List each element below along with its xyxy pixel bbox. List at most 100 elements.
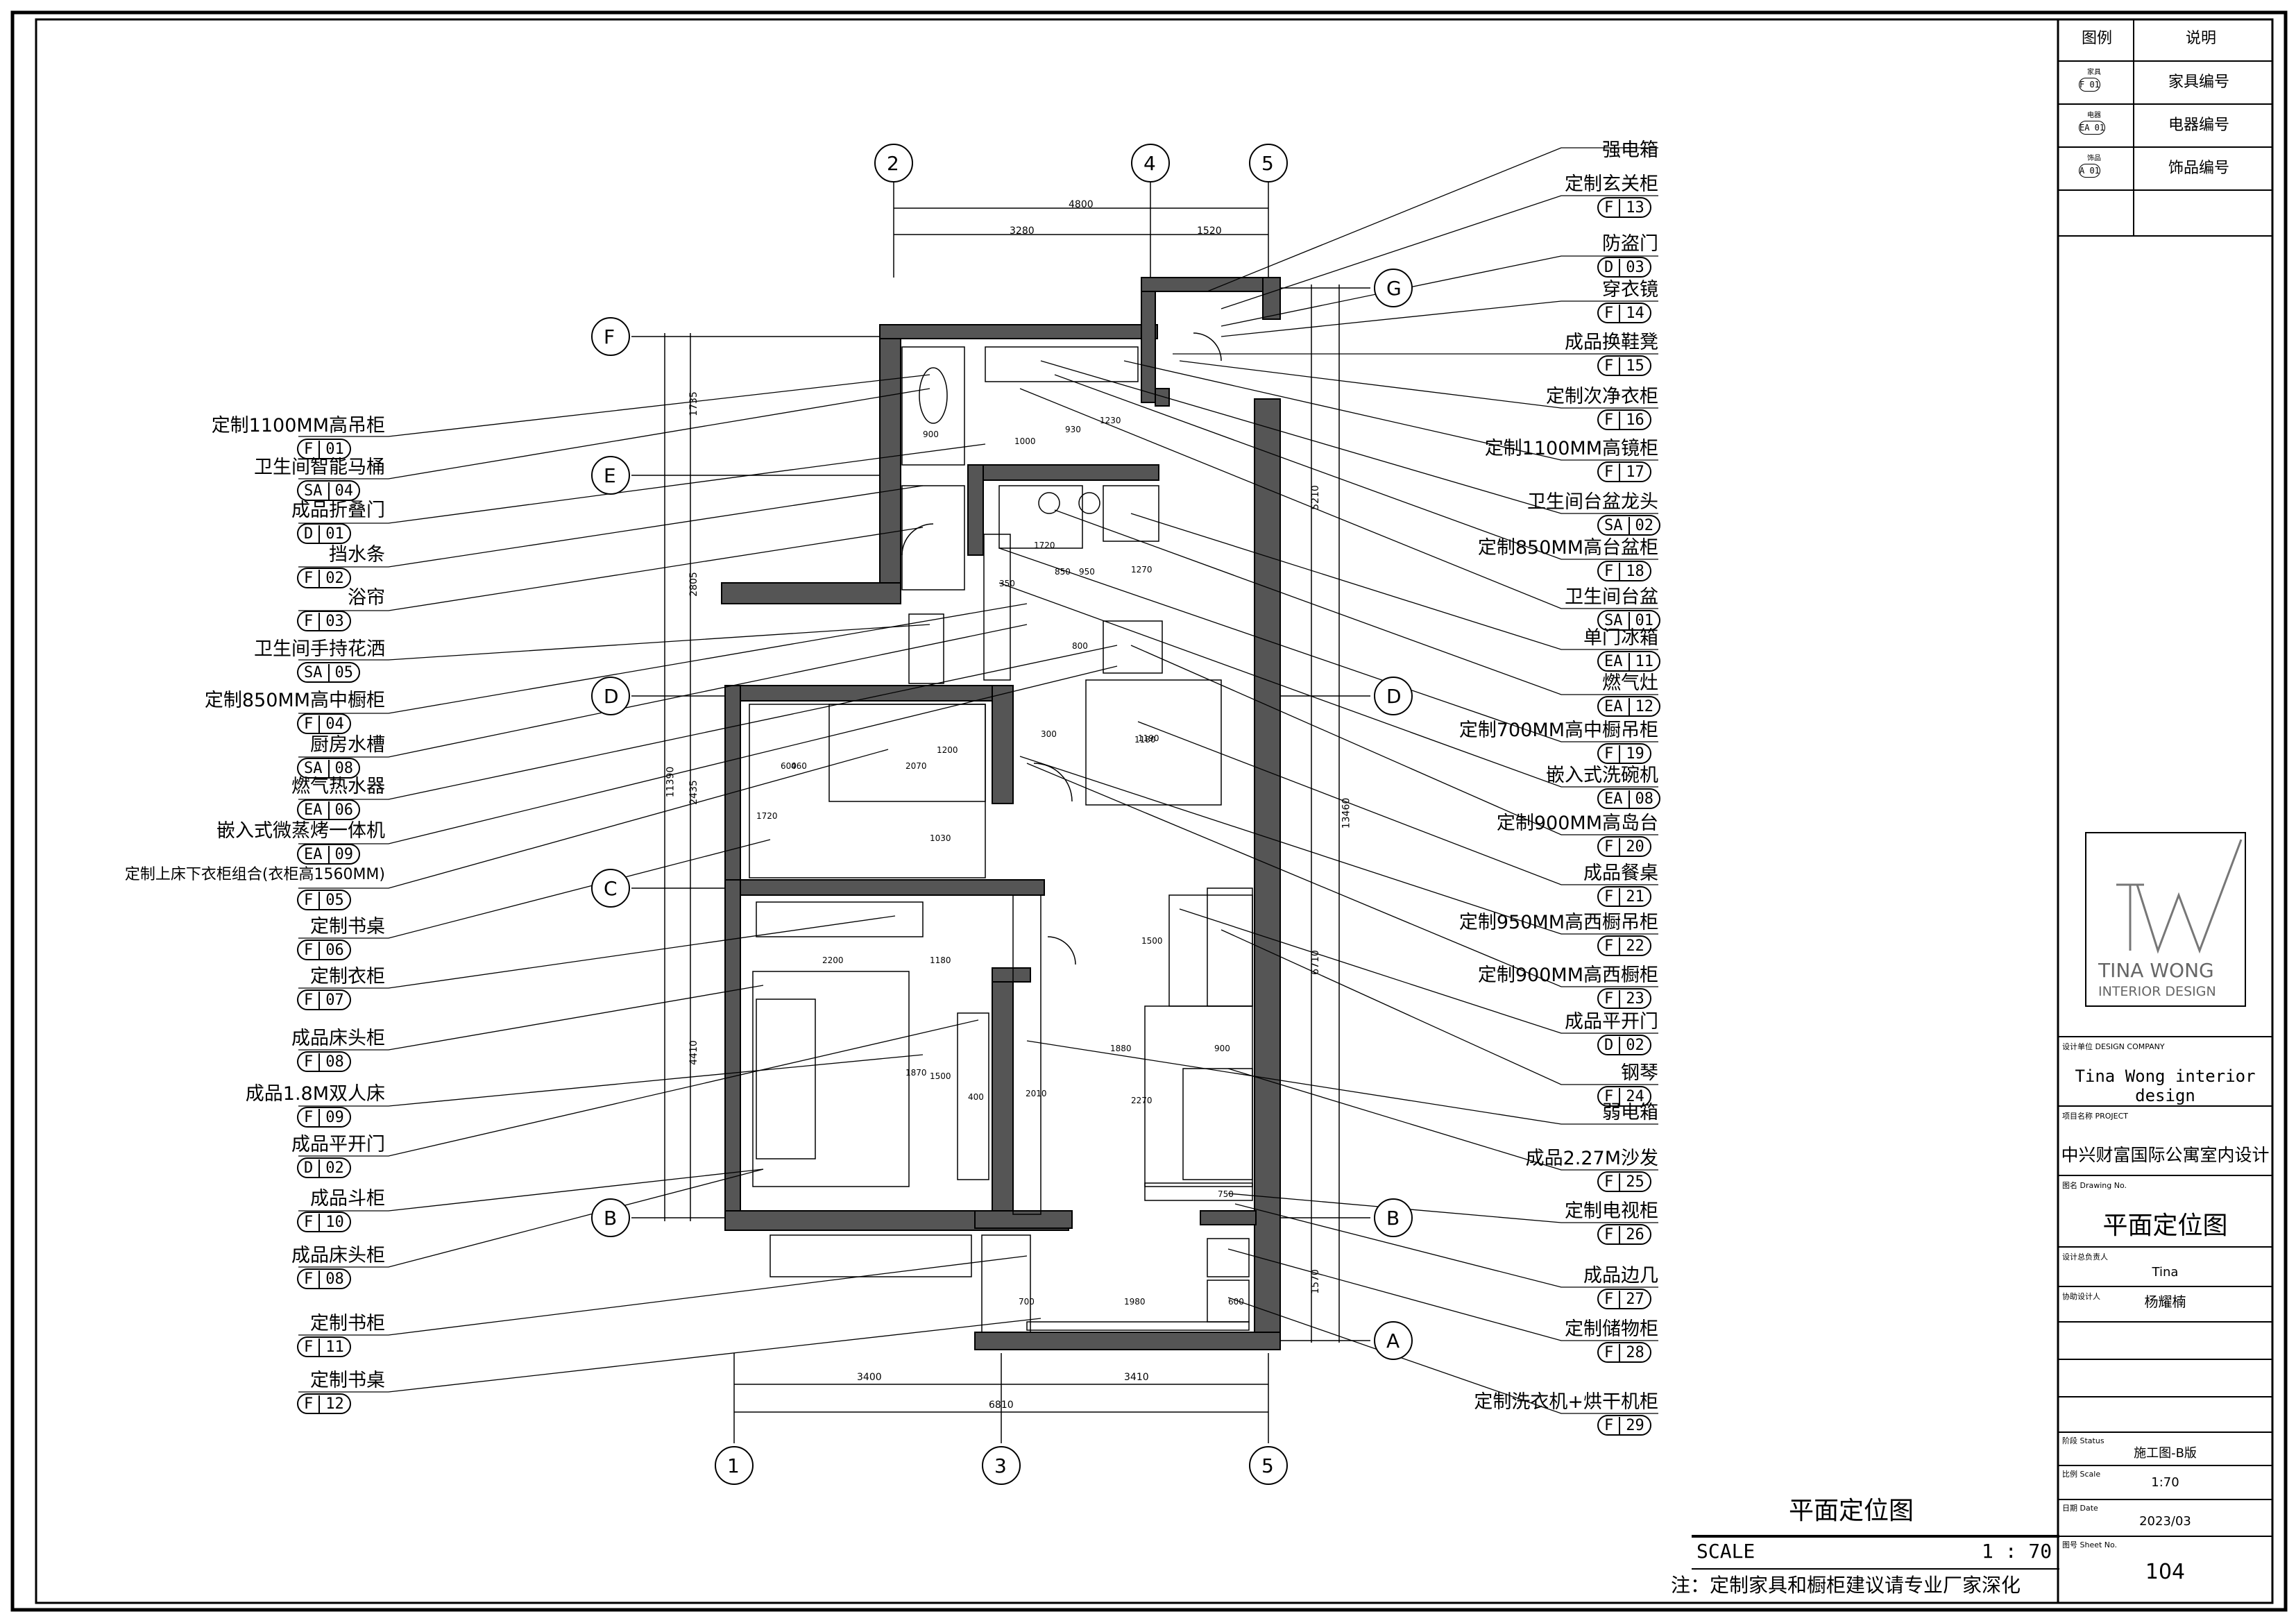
- code-number: 23: [1619, 989, 1650, 1008]
- callout-code-tag: SA 02: [1597, 515, 1660, 536]
- code-number: 08: [328, 759, 359, 777]
- tb-date-key: 日期 Date: [2062, 1504, 2098, 1513]
- code-number: 02: [1628, 516, 1660, 534]
- code-number: 24: [1619, 1087, 1650, 1105]
- code-prefix: F: [1604, 1087, 1614, 1105]
- legend-description: 饰品编号: [2168, 160, 2230, 177]
- furniture: [749, 332, 1253, 1333]
- callout-label: 穿衣镜: [1602, 279, 1658, 300]
- code-number: 29: [1619, 1416, 1650, 1434]
- dimension-lines: [631, 173, 1370, 1443]
- code-prefix: F: [1604, 1343, 1614, 1361]
- legend-header-symbol: 图例: [2082, 30, 2113, 47]
- callout-code-tag: SA 08: [297, 758, 360, 779]
- code-prefix: D: [1604, 1036, 1614, 1054]
- code-prefix: F: [304, 1338, 314, 1356]
- code-prefix: SA: [1604, 516, 1623, 534]
- callout-label: 定制书桌: [310, 916, 385, 937]
- code-prefix: F: [1604, 357, 1614, 375]
- code-number: 17: [1619, 463, 1650, 481]
- code-prefix: F: [1604, 1173, 1614, 1191]
- axis-top-0: 2: [887, 152, 899, 175]
- code-number: 01: [318, 440, 350, 458]
- callout-label: 定制书桌: [310, 1370, 385, 1391]
- inner-dimension-label: 1180: [930, 955, 951, 965]
- inner-dimension-label: 1200: [937, 745, 958, 755]
- dim-right-c: 1570: [1309, 1269, 1321, 1294]
- tb-project-key: 项目名称 PROJECT: [2062, 1112, 2129, 1121]
- inner-dimension-label: 900: [923, 430, 939, 439]
- tb-drawing-key: 图名 Drawing No.: [2062, 1181, 2127, 1190]
- code-number: 04: [328, 482, 359, 500]
- callout-label: 嵌入式洗碗机: [1546, 765, 1658, 786]
- callout-label: 卫生间手持花洒: [254, 638, 385, 660]
- axis-left-3: C: [604, 877, 618, 900]
- code-number: 12: [1628, 697, 1660, 715]
- legend-description: 电器编号: [2168, 117, 2230, 134]
- callout-label: 定制1100MM高镜柜: [1484, 438, 1658, 459]
- code-prefix: SA: [304, 759, 323, 777]
- code-number: 16: [1619, 411, 1650, 429]
- code-prefix: F: [304, 440, 314, 458]
- code-number: 06: [328, 801, 359, 819]
- inner-dimension-label: 460: [791, 761, 807, 771]
- bottom-scale-value: 1 : 70: [1982, 1540, 2052, 1563]
- code-number: 25: [1619, 1173, 1650, 1191]
- inner-dimension-label: 1500: [1141, 936, 1163, 946]
- code-prefix: EA: [1604, 652, 1623, 670]
- leader-lines: [298, 147, 1658, 1414]
- dim-left-d: 4410: [688, 1040, 699, 1065]
- tb-assistant: 杨耀楠: [2144, 1293, 2186, 1310]
- dim-left-total: 11390: [665, 766, 677, 798]
- callout-label: 成品边几: [1583, 1265, 1658, 1286]
- dim-top-total: 4800: [1069, 199, 1094, 210]
- tb-company: Tina Wong interior design: [2075, 1067, 2256, 1105]
- callout-label: 成品1.8M双人床: [245, 1083, 385, 1105]
- logo-line2: INTERIOR DESIGN: [2098, 984, 2216, 999]
- legend-description: 家具编号: [2168, 74, 2230, 91]
- tb-scale: 1:70: [2151, 1475, 2179, 1490]
- callout-label: 成品平开门: [291, 1134, 385, 1155]
- callout-label: 定制1100MM高吊柜: [211, 415, 385, 436]
- callout-label: 定制900MM高岛台: [1496, 813, 1658, 834]
- inner-dimension-label: 900: [1214, 1044, 1230, 1053]
- dim-right-b: 6710: [1309, 950, 1321, 975]
- inner-dimension-label: 2010: [1026, 1089, 1047, 1098]
- axis-right-0: G: [1386, 277, 1402, 300]
- code-prefix: F: [304, 1108, 314, 1126]
- code-number: 11: [318, 1338, 350, 1356]
- inner-dimension-label: 400: [968, 1092, 984, 1102]
- code-prefix: F: [1604, 1416, 1614, 1434]
- bottom-scale-label: SCALE: [1697, 1540, 1755, 1563]
- code-number: 21: [1619, 887, 1650, 906]
- inner-dimension-label: 1180: [1134, 735, 1156, 745]
- code-number: 07: [318, 991, 350, 1009]
- code-prefix: F: [1604, 198, 1614, 216]
- logo-line1: TINA WONG: [2098, 959, 2214, 982]
- callout-label: 成品平开门: [1565, 1011, 1658, 1033]
- inner-dimension-label: 1270: [1131, 565, 1153, 575]
- dim-right-total: 13460: [1341, 797, 1352, 829]
- legend-symbol-tag: A 01: [2079, 164, 2100, 178]
- dim-left-a: 1735: [688, 391, 699, 416]
- code-number: 09: [328, 845, 359, 863]
- code-number: 05: [328, 663, 359, 681]
- callout-label: 定制850MM高中橱柜: [204, 690, 385, 711]
